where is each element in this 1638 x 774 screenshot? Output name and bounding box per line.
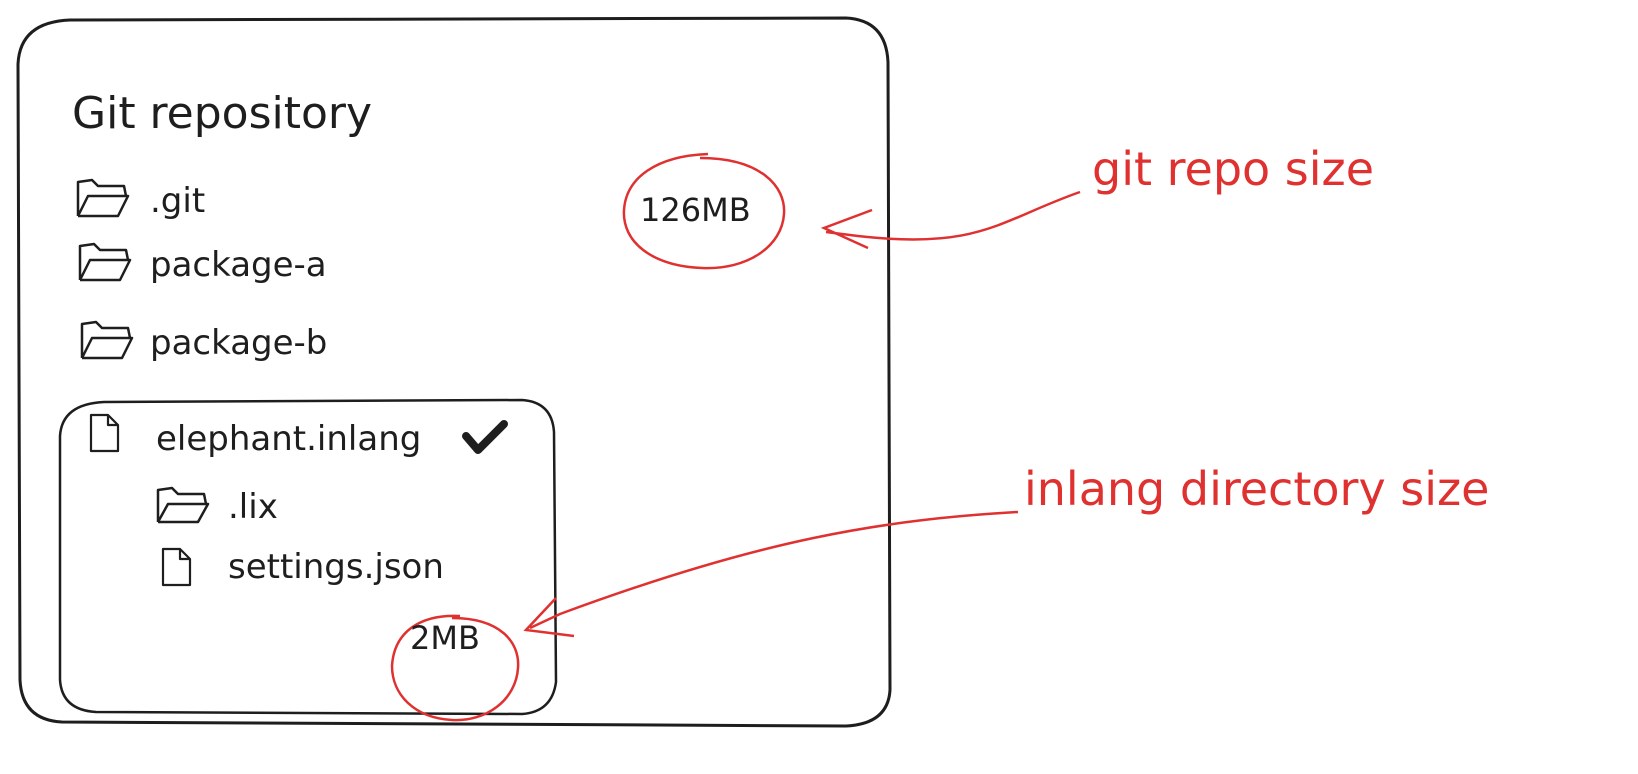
file-icon	[161, 547, 192, 587]
git-repository-box	[16, 16, 892, 728]
folder-icon	[78, 242, 132, 282]
folder-icon	[76, 178, 130, 218]
file-icon	[89, 413, 120, 453]
annotation-inlang-size: inlang directory size	[1024, 462, 1490, 516]
inlang-size-circle	[390, 614, 520, 722]
repo-size-circle	[622, 152, 786, 270]
repo-size-value: 126MB	[640, 191, 751, 229]
inlang-size-arrowhead	[523, 597, 575, 638]
repo-size-arrowhead	[820, 208, 873, 250]
inlang-directory-name: elephant.inlang	[156, 419, 422, 459]
folder-icon	[156, 486, 210, 524]
inlang-child-settings-json: settings.json	[228, 547, 444, 587]
inlang-directory-box	[58, 398, 558, 716]
folder-icon	[80, 320, 134, 360]
repo-item-git: .git	[150, 181, 206, 221]
annotation-repo-size: git repo size	[1092, 142, 1374, 196]
inlang-size-arrow	[529, 510, 1019, 630]
repo-size-arrow	[825, 190, 1081, 241]
repository-title: Git repository	[72, 88, 373, 139]
repo-item-package-a: package-a	[150, 245, 327, 285]
checkmark-icon	[462, 420, 508, 454]
inlang-size-value: 2MB	[410, 619, 480, 657]
inlang-child-lix: .lix	[228, 487, 278, 527]
repo-item-package-b: package-b	[150, 323, 328, 363]
